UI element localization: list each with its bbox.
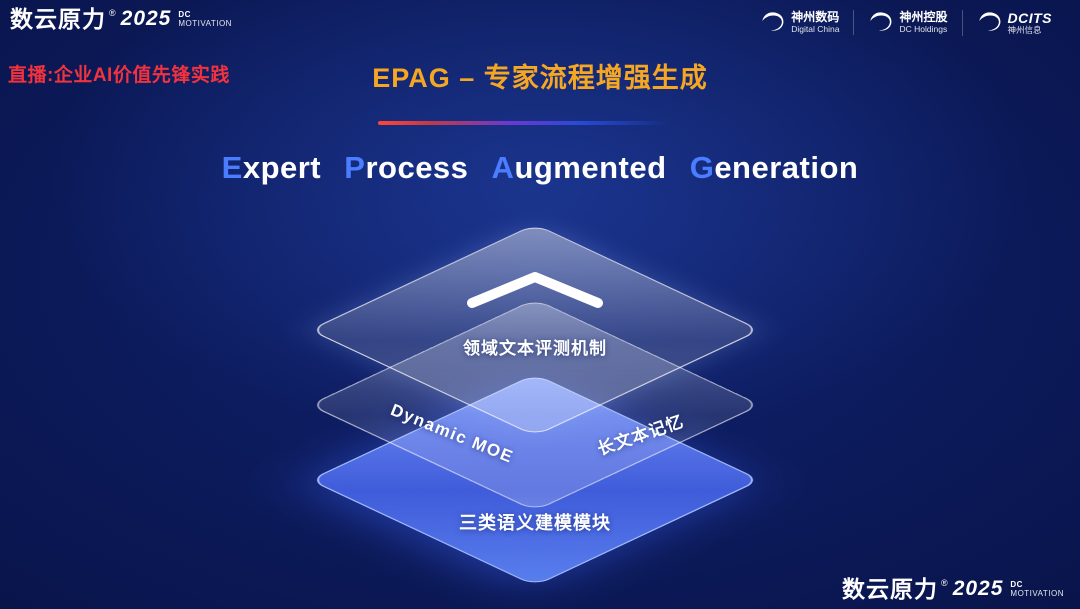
- brand-motivation: MOTIVATION: [178, 19, 232, 29]
- layer-label-bottom: 三类语义建模模块: [459, 513, 611, 533]
- logo-dc-holdings: 神州控股 DC Holdings: [853, 10, 961, 36]
- layer-label-top: 领域文本评测机制: [463, 339, 607, 358]
- brand-subtitle: DC MOTIVATION: [178, 10, 232, 28]
- brand-name: 数云原力: [10, 6, 106, 32]
- headline-word: Expert: [221, 150, 322, 185]
- logo-dcits: DCITS 神州信息: [961, 10, 1067, 36]
- brand-dc: DC: [178, 10, 191, 19]
- brand-logo-bottom-right: 数云原力 ® 2025 DC MOTIVATION: [842, 578, 1064, 601]
- brand-motivation: MOTIVATION: [1010, 589, 1064, 599]
- logo-en-name: DCITS: [1007, 10, 1052, 26]
- brand-year: 2025: [952, 577, 1004, 600]
- registered-mark: ®: [109, 8, 116, 18]
- logo-digital-china: 神州数码 Digital China: [746, 10, 853, 35]
- brand-logo-top-left: 数云原力 ® 2025 DC MOTIVATION: [10, 8, 232, 31]
- live-label: 直播:企业AI价值先锋实践: [8, 65, 230, 86]
- dc-holdings-swoosh-icon: [868, 10, 893, 35]
- brand-dc: DC: [1010, 580, 1023, 589]
- digital-china-swoosh-icon: [760, 10, 785, 35]
- chevron-up-icon: [467, 272, 603, 308]
- headline-word: Process: [344, 150, 469, 185]
- headline-word: Generation: [689, 150, 859, 185]
- logo-en-name: Digital China: [791, 23, 840, 34]
- headline: Expert Process Augmented Generation: [0, 150, 1080, 186]
- logo-en-name: DC Holdings: [899, 23, 948, 34]
- slide-title: EPAG – 专家流程增强生成: [372, 63, 708, 93]
- headline-word: Augmented: [491, 150, 667, 185]
- brand-year: 2025: [120, 7, 172, 30]
- partner-logos: 神州数码 Digital China 神州控股 DC Holdings DCIT…: [746, 10, 1066, 36]
- registered-mark: ®: [941, 578, 948, 588]
- gradient-divider: [378, 121, 670, 125]
- brand-subtitle: DC MOTIVATION: [1010, 580, 1064, 598]
- dcits-swoosh-icon: [977, 10, 1002, 35]
- logo-cn-name: 神州控股: [899, 10, 948, 25]
- logo-cn-name: 神州数码: [791, 10, 840, 25]
- brand-name: 数云原力: [842, 576, 939, 602]
- logo-cn-name: 神州信息: [1007, 25, 1042, 36]
